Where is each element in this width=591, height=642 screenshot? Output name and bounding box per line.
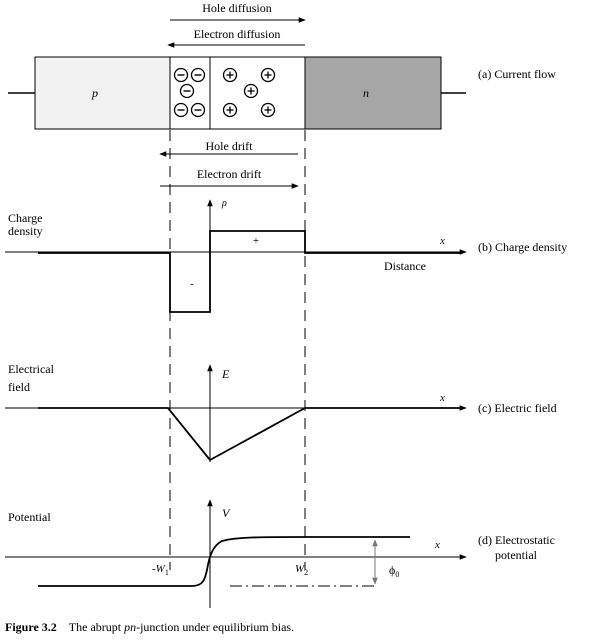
positive-ion-icon xyxy=(260,67,276,83)
positive-charge-sign: + xyxy=(253,235,259,247)
field-axis-symbol: E xyxy=(221,367,230,381)
field-x-symbol: x xyxy=(439,392,445,404)
potential-axis-symbol: V xyxy=(222,506,231,520)
negative-ion-icon xyxy=(173,67,189,83)
caption-electrostatic-line2: potential xyxy=(495,548,538,562)
n-label: n xyxy=(363,86,369,100)
panel-electrostatic-potential: V x ϕ0 -W1 W2 Potential (d) Electrostati… xyxy=(5,499,555,608)
negative-ion-icon xyxy=(190,67,206,83)
hole-diffusion-label: Hole diffusion xyxy=(202,1,271,15)
negative-ion-icon xyxy=(173,102,189,118)
positive-ion-icon xyxy=(222,67,238,83)
phi-zero-label: ϕ0 xyxy=(389,563,399,579)
panel-current-flow: Hole diffusion Electron diffusion p n (a xyxy=(8,1,556,189)
n-region xyxy=(304,56,442,130)
minus-w1-label: -W1 xyxy=(152,563,169,577)
negative-ion-icon xyxy=(179,83,195,99)
charge-axis-symbol: ρ xyxy=(221,198,227,209)
field-ylabel-line1: Electrical xyxy=(8,362,55,376)
caption-electrostatic-line1: (d) Electrostatic xyxy=(478,533,555,547)
caption-charge-density: (b) Charge density xyxy=(478,240,567,254)
potential-curve xyxy=(38,536,410,587)
panel-charge-density: ρ x + - Charge density Distance (b) Char… xyxy=(5,198,567,313)
caption-electric-field: (c) Electric field xyxy=(478,401,557,415)
negative-ion-icon xyxy=(190,102,206,118)
positive-ion-icon xyxy=(222,102,238,118)
potential-x-symbol: x xyxy=(434,539,440,551)
electron-diffusion-label: Electron diffusion xyxy=(194,27,281,41)
negative-charge-sign: - xyxy=(190,278,194,290)
charge-x-symbol: x xyxy=(439,235,445,247)
charge-ylabel-line2: density xyxy=(8,224,43,238)
p-region xyxy=(34,56,171,130)
p-label: p xyxy=(91,86,98,100)
hole-drift-label: Hole drift xyxy=(206,139,254,153)
charge-ylabel-line1: Charge xyxy=(8,211,42,225)
field-ylabel-line2: field xyxy=(8,380,30,394)
distance-label: Distance xyxy=(384,259,426,273)
potential-ylabel: Potential xyxy=(8,510,51,524)
figure-label: Figure 3.2 xyxy=(5,620,57,634)
charge-density-curve xyxy=(38,230,460,313)
electric-field-curve xyxy=(38,407,460,462)
negative-ions xyxy=(173,67,206,118)
electron-drift-label: Electron drift xyxy=(197,167,262,181)
caption-current-flow: (a) Current flow xyxy=(478,67,556,81)
positive-ions xyxy=(222,67,276,118)
panel-electric-field: E x Electrical field (c) Electric field xyxy=(5,362,557,462)
positive-ion-icon xyxy=(243,83,259,99)
w2-label: W2 xyxy=(295,563,308,577)
positive-ion-icon xyxy=(260,102,276,118)
